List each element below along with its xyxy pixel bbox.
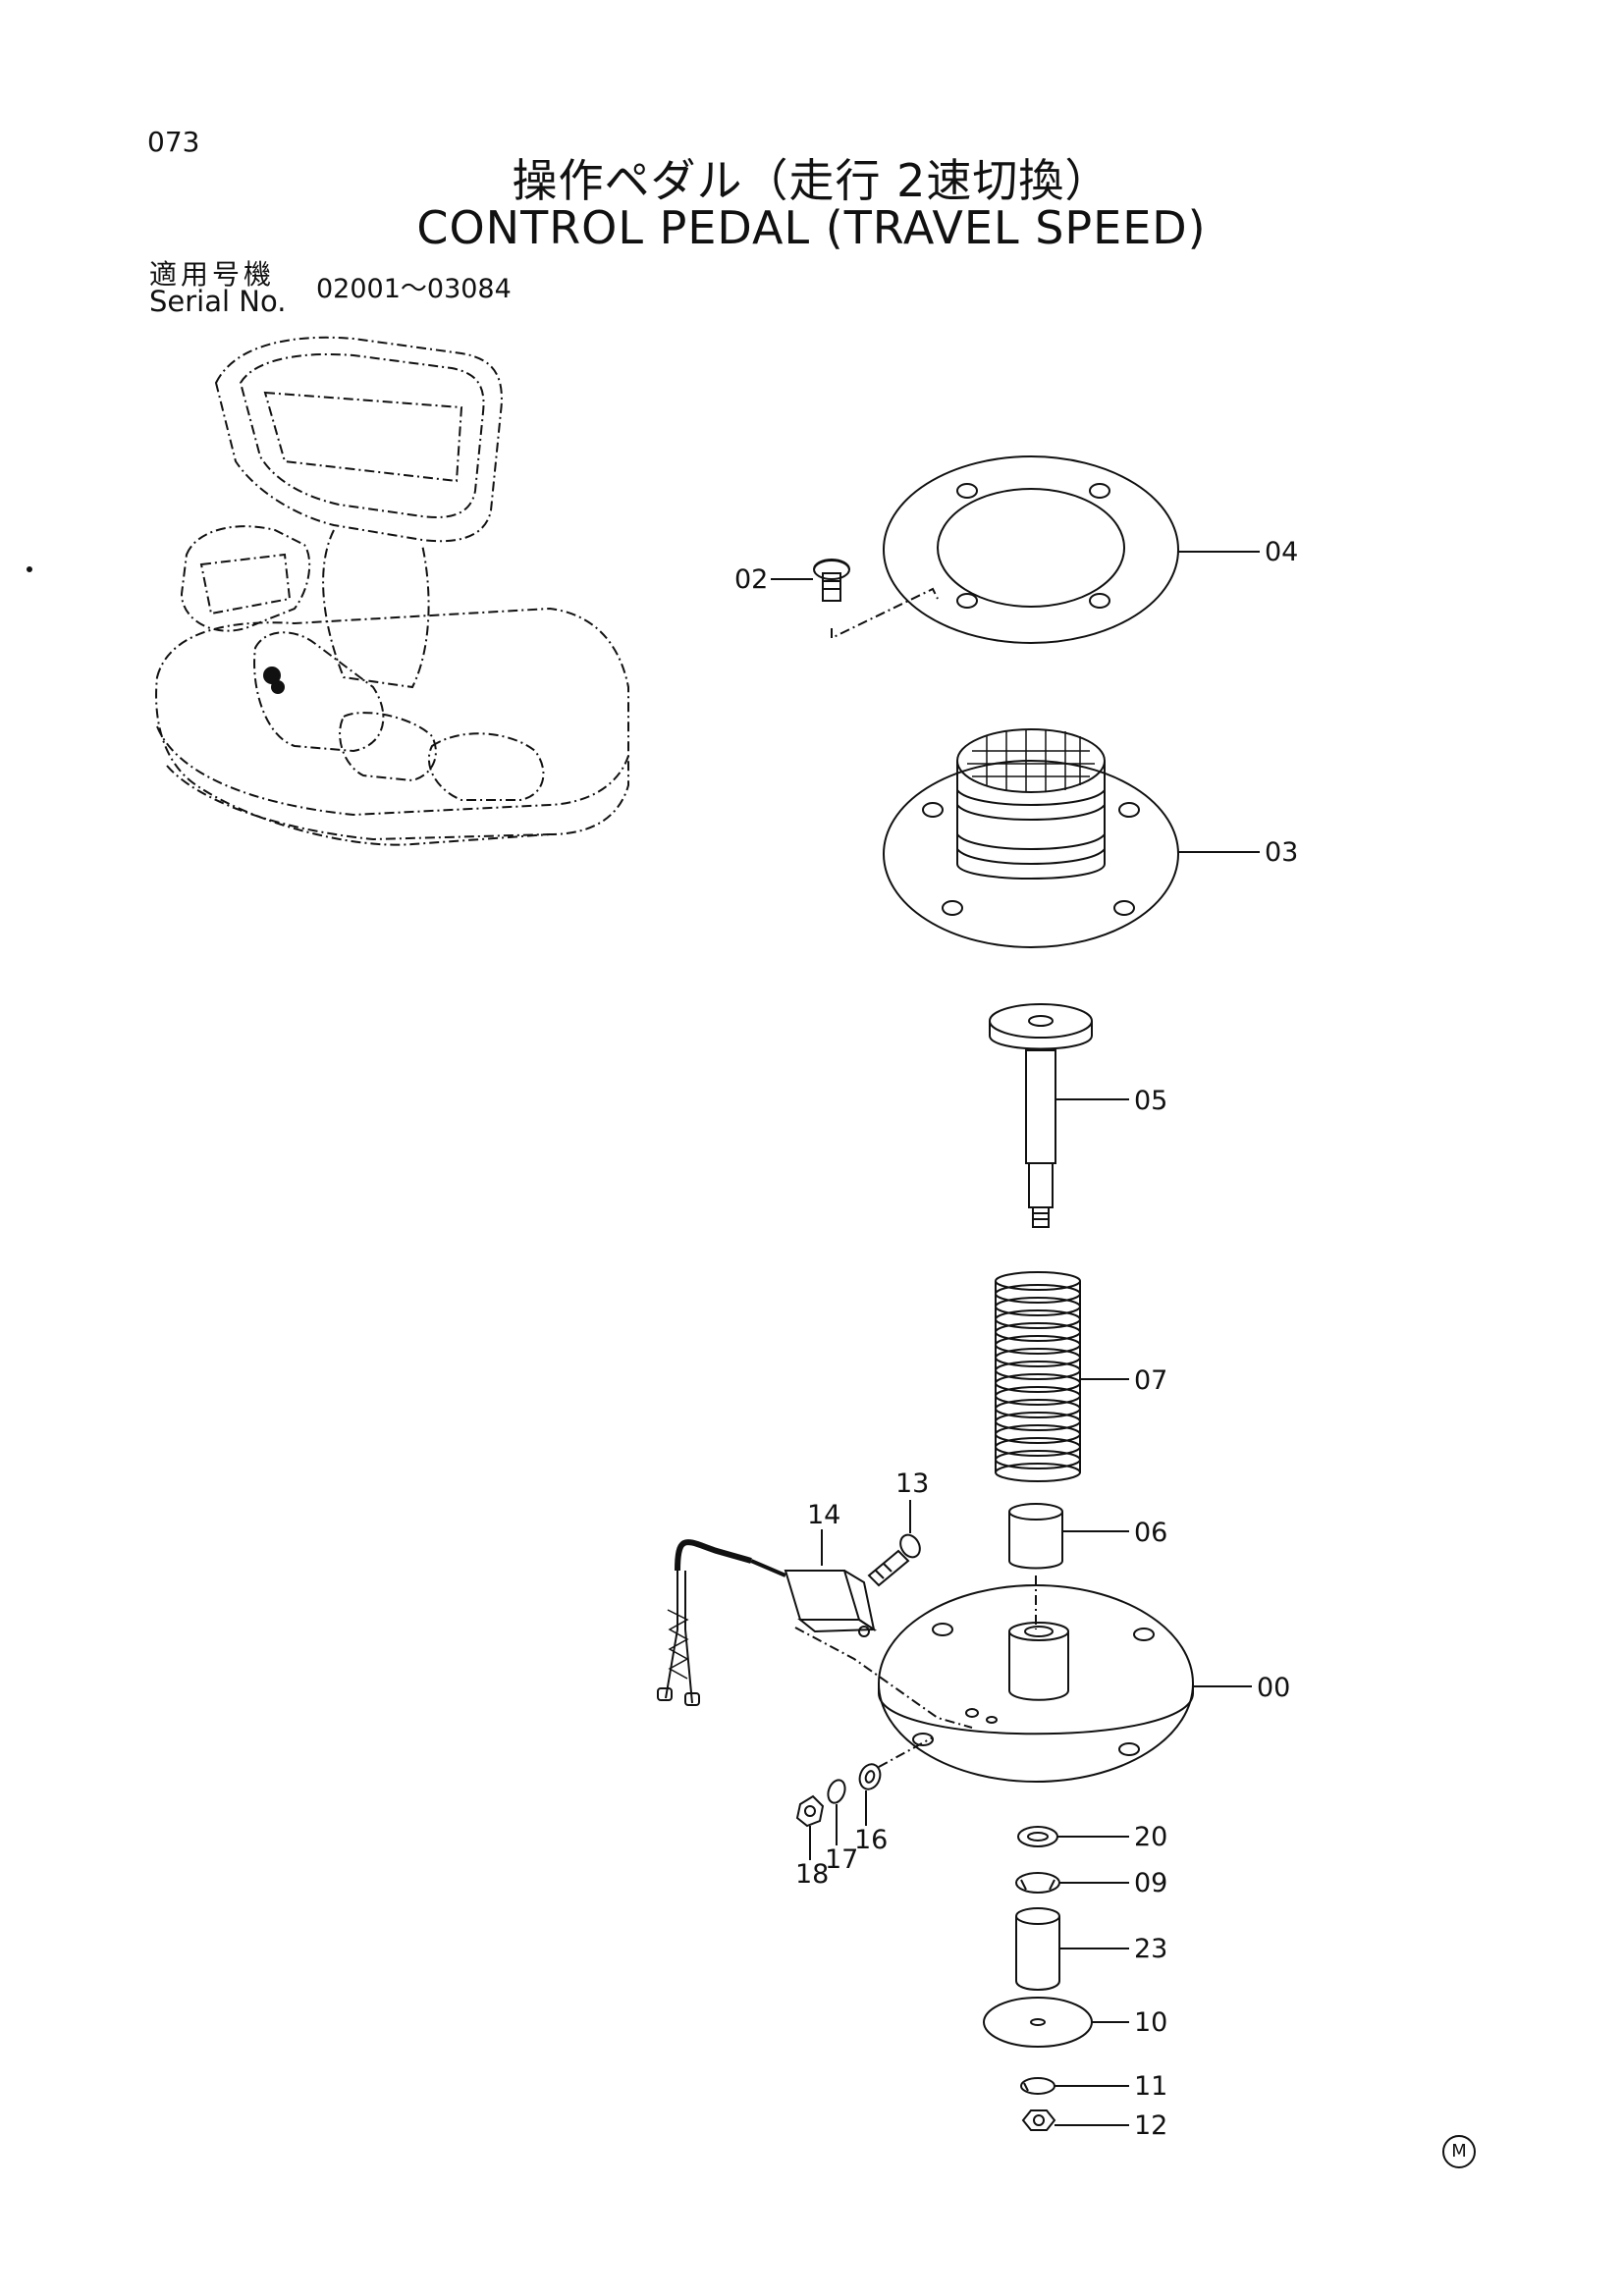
label-17: 17 (825, 1844, 858, 1875)
bolt-02-center-line (831, 587, 939, 640)
pedal-location-marker (263, 667, 285, 694)
part-12-nut (1021, 2109, 1056, 2131)
serial-label-japanese: 適用号機 (149, 258, 276, 291)
label-07: 07 (1134, 1365, 1167, 1396)
label-13: 13 (895, 1468, 929, 1499)
part-00-base-plate (878, 1584, 1194, 1783)
label-12: 12 (1134, 2110, 1167, 2141)
part-16-washer (858, 1763, 882, 1790)
label-03: 03 (1265, 837, 1298, 868)
label-11: 11 (1134, 2071, 1167, 2102)
part-14-switch (657, 1539, 878, 1706)
part-02-bolt (813, 559, 850, 602)
cab-overview-illustration (155, 336, 629, 846)
switch-mount-center-line (794, 1627, 973, 1729)
label-16: 16 (854, 1825, 888, 1855)
label-20: 20 (1134, 1822, 1167, 1852)
part-07-spring (995, 1271, 1081, 1482)
part-17-lock-washer (827, 1779, 846, 1804)
label-10: 10 (1134, 2007, 1167, 2038)
serial-label-english: Serial No. (149, 285, 287, 318)
label-14: 14 (807, 1500, 840, 1530)
part-10-disc-plate (983, 1997, 1093, 2048)
part-18-nut (795, 1794, 825, 1828)
part-09-snap-ring (1015, 1872, 1060, 1894)
label-02: 02 (734, 564, 768, 595)
label-00: 00 (1257, 1673, 1290, 1703)
label-06: 06 (1134, 1518, 1167, 1548)
part-06-bushing (1008, 1503, 1063, 1570)
page-number: 073 (147, 126, 200, 158)
label-23: 23 (1134, 1934, 1167, 1964)
part-20-washer (1017, 1826, 1058, 1847)
spring-coil (995, 1463, 1081, 1482)
serial-range: 02001～03084 (316, 274, 512, 304)
title-english: CONTROL PEDAL (TRAVEL SPEED) (416, 201, 1207, 254)
part-05-shaft (989, 1003, 1093, 1228)
label-05: 05 (1134, 1086, 1167, 1116)
part-11-spring-washer (1020, 2077, 1055, 2095)
tread-grid (967, 729, 1095, 791)
title-japanese: 操作ペダル（走行 2速切換） (512, 154, 1111, 207)
label-18: 18 (795, 1859, 829, 1890)
part-13-screw (867, 1533, 921, 1587)
corner-mark: M (1442, 2135, 1476, 2168)
stray-dot (27, 566, 32, 572)
label-04: 04 (1265, 537, 1298, 567)
part-04-gasket-plate (883, 455, 1179, 644)
part-23-collar (1015, 1907, 1060, 1991)
part-03-pedal-cover (883, 728, 1179, 948)
label-09: 09 (1134, 1868, 1167, 1898)
